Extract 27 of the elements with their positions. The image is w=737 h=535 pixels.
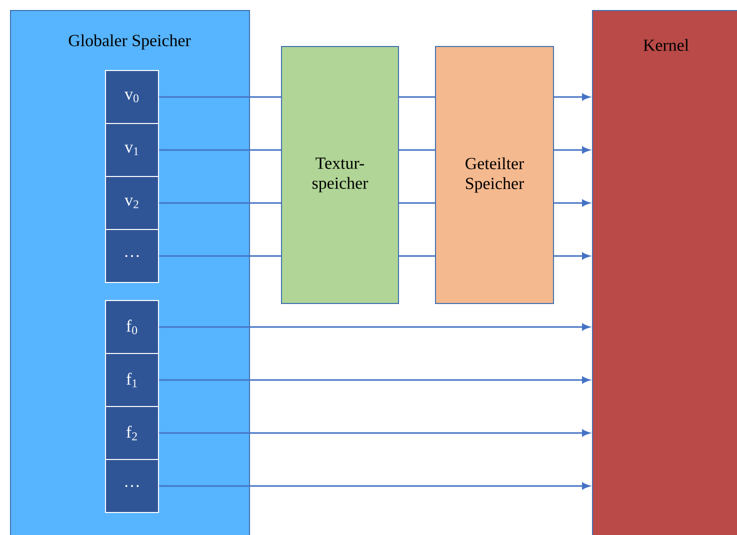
arrow bbox=[159, 482, 590, 490]
connector-line bbox=[159, 149, 281, 151]
memory-cell: … bbox=[105, 229, 159, 283]
connector-line bbox=[399, 202, 435, 204]
memory-cell: f$_{2}$ bbox=[105, 406, 159, 460]
connector-line bbox=[399, 96, 435, 98]
texture-memory-box: Textur- speicher bbox=[281, 46, 399, 304]
connector-line bbox=[159, 96, 281, 98]
connector-line bbox=[399, 255, 435, 257]
arrow bbox=[159, 324, 590, 330]
connector-line bbox=[159, 202, 281, 204]
arrow bbox=[554, 146, 590, 154]
memory-cell: v$_{0}$ bbox=[105, 70, 159, 124]
shared-memory-box: Geteilter Speicher bbox=[435, 46, 554, 304]
arrow bbox=[554, 94, 590, 100]
kernel-panel: Kernel bbox=[592, 10, 737, 535]
memory-cell: v$_{2}$ bbox=[105, 176, 159, 230]
connector-line bbox=[159, 255, 281, 257]
arrow bbox=[554, 252, 590, 260]
connector-line bbox=[399, 149, 435, 151]
arrow bbox=[159, 430, 590, 436]
memory-cell: v$_{1}$ bbox=[105, 123, 159, 177]
arrow bbox=[159, 376, 590, 384]
memory-cell: f$_{1}$ bbox=[105, 353, 159, 407]
memory-cell: f$_{0}$ bbox=[105, 300, 159, 354]
memory-cell: … bbox=[105, 459, 159, 513]
arrow bbox=[554, 200, 590, 206]
